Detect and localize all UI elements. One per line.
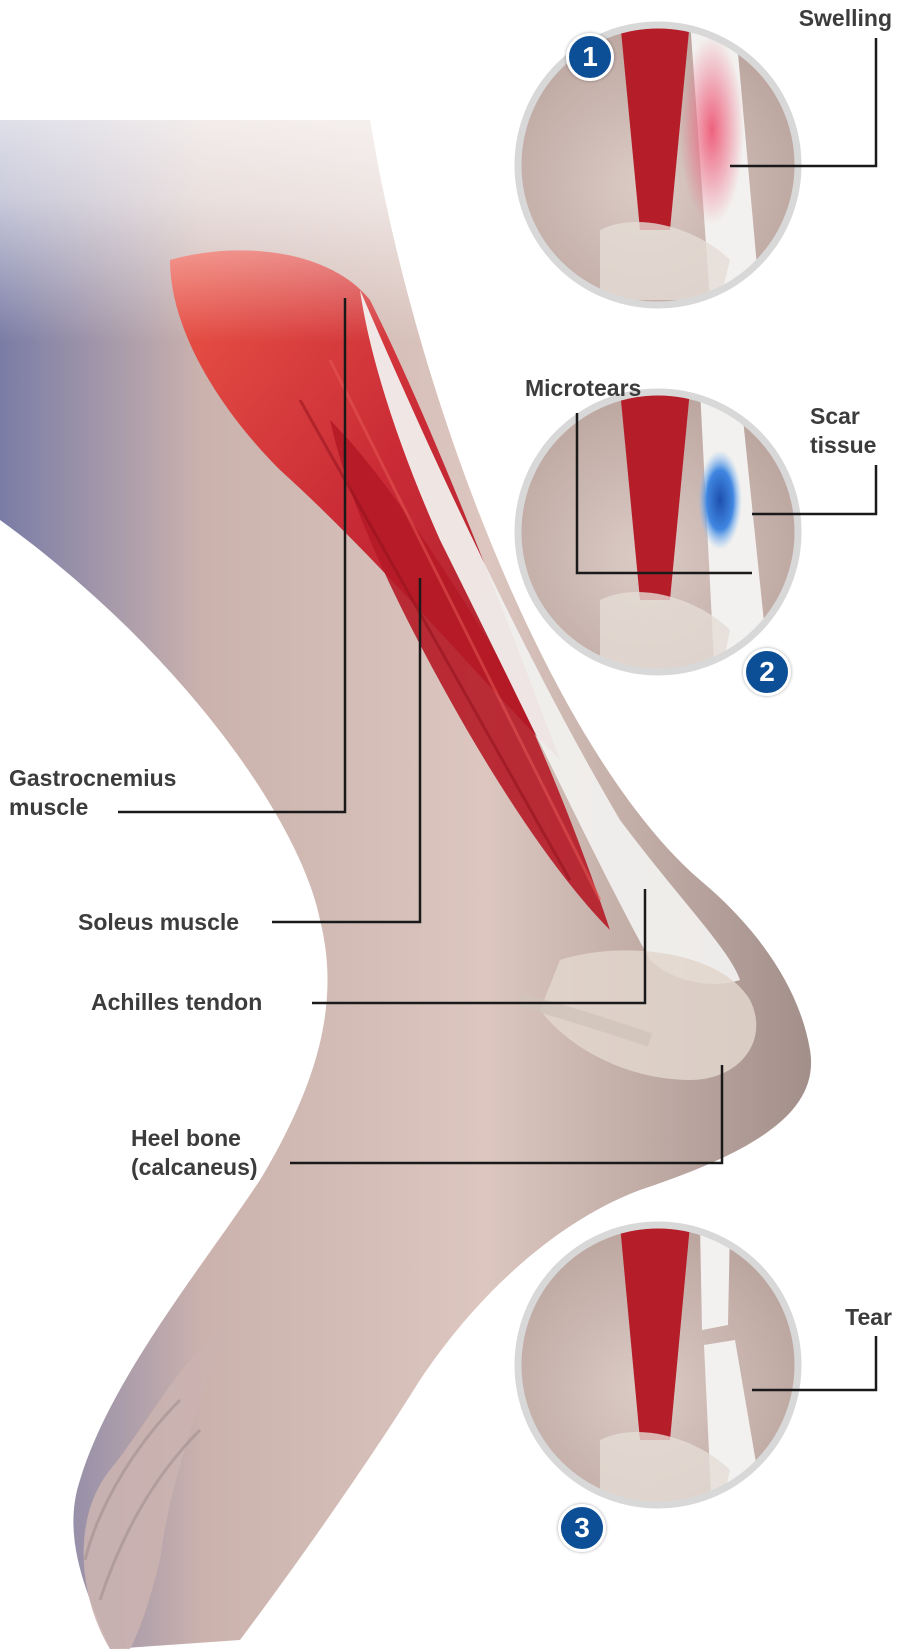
label-soleus: Soleus muscle <box>78 908 239 937</box>
stage-badge-2: 2 <box>743 648 791 696</box>
label-heel-bone: Heel bone (calcaneus) <box>131 1124 258 1182</box>
inset-swelling <box>500 10 820 330</box>
label-achilles: Achilles tendon <box>91 988 262 1017</box>
label-scar-tissue: Scar tissue <box>810 402 876 460</box>
label-tear: Tear <box>820 1303 892 1332</box>
inset-tear <box>500 1215 820 1535</box>
label-microtears: Microtears <box>525 374 641 403</box>
stage-badge-1: 1 <box>566 33 614 81</box>
stage-badge-3: 3 <box>558 1504 606 1552</box>
label-gastrocnemius: Gastrocnemius muscle <box>9 764 176 822</box>
label-swelling: Swelling <box>776 4 892 33</box>
